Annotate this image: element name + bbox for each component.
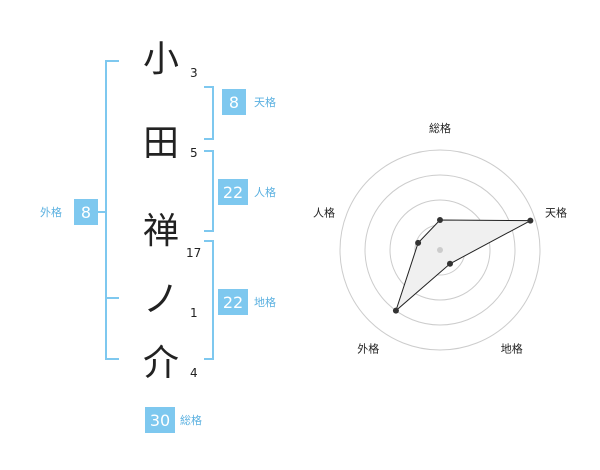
name-char-2: 田: [142, 123, 179, 164]
tenkaku-badge: 8: [222, 89, 246, 115]
radar-axis-label-3: 外格: [357, 342, 379, 356]
stroke-count-5: 4: [190, 366, 198, 380]
name-char-5: 介: [142, 343, 179, 384]
radar-polygon: [394, 219, 531, 313]
soukaku-label: 総格: [180, 414, 202, 427]
radar-point-1: [527, 217, 534, 224]
stroke-count-4: 1: [190, 306, 198, 320]
name-char-3: 禅: [142, 211, 179, 252]
radar-point-4: [415, 239, 422, 246]
stroke-count-2: 5: [190, 146, 198, 160]
radar-axis-label-4: 人格: [313, 205, 335, 219]
stroke-count-3: 17: [186, 246, 202, 260]
soukaku-badge: 30: [145, 407, 175, 433]
radar-ring-2: [389, 199, 491, 301]
radar-axis-label-0: 総格: [429, 121, 451, 135]
chikaku-badge: 22: [218, 289, 248, 315]
radar-point-3: [392, 307, 399, 314]
radar-axis-label-1: 天格: [545, 205, 567, 219]
radar-ring-4: [339, 149, 541, 351]
gaikaku-label: 外格: [40, 206, 62, 219]
chikaku-label: 地格: [254, 296, 276, 309]
jinkaku-badge: 22: [218, 179, 248, 205]
jinkaku-label: 人格: [254, 186, 276, 199]
gaikaku-badge: 8: [74, 199, 98, 225]
tenkaku-label: 天格: [254, 96, 276, 109]
radar-axis-label-2: 地格: [501, 342, 523, 356]
radar-point-0: [437, 217, 443, 223]
radar-ring-3: [364, 174, 516, 326]
radar-chart: 総格天格地格 外格 人格: [300, 110, 580, 370]
radar-center: [437, 247, 443, 253]
radar-point-2: [446, 260, 453, 267]
stroke-count-1: 3: [190, 66, 198, 80]
name-char-1: 小: [142, 39, 179, 80]
name-char-4: ノ: [142, 279, 179, 320]
